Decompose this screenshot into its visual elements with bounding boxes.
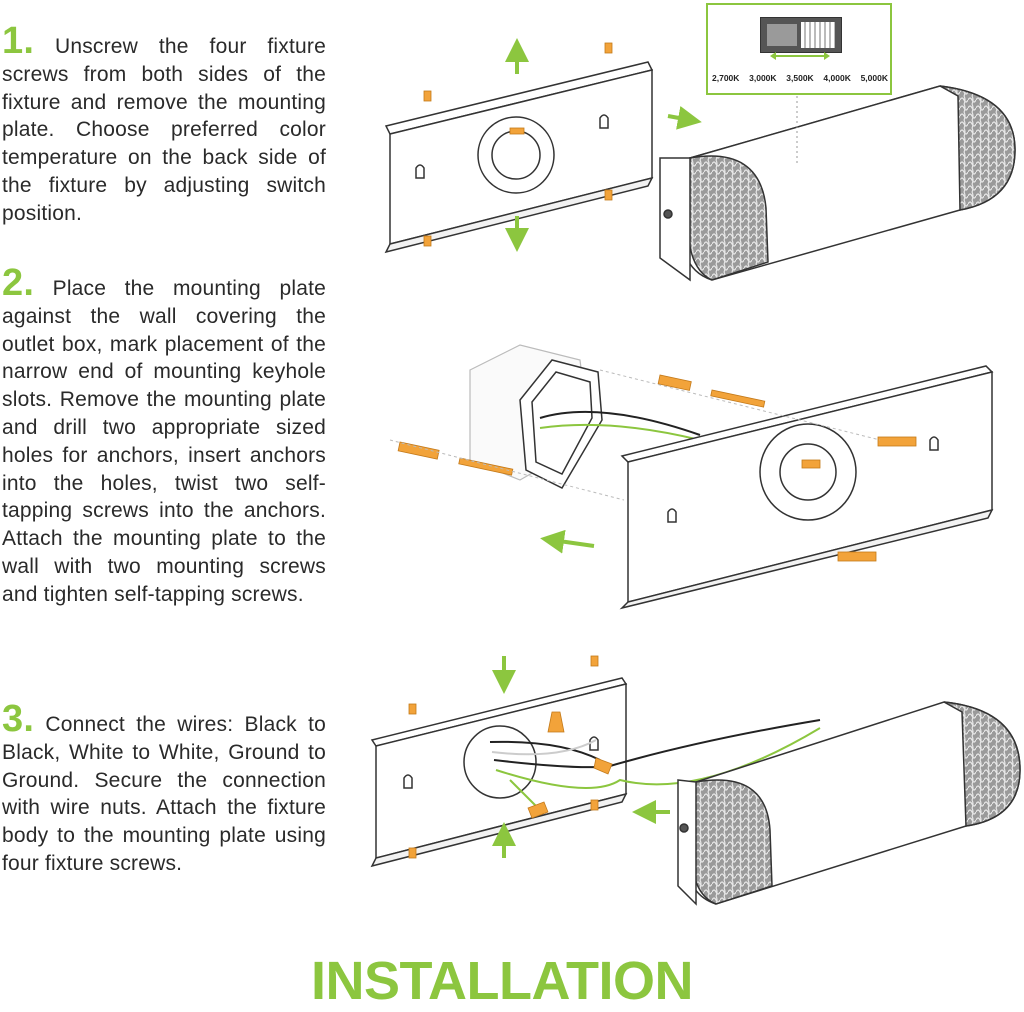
step-2: 2. Place the mounting plate against the … [2, 264, 326, 609]
cct-switch-inset: 2,700K 3,000K 3,500K 4,000K 5,000K [706, 3, 892, 95]
step-text: Place the mounting plate against the wal… [2, 277, 326, 606]
cct-option: 2,700K [712, 73, 740, 83]
anchor-icon [397, 374, 692, 460]
outlet-box-cover [519, 359, 603, 489]
figure-1 [384, 38, 1016, 282]
figure-3 [370, 655, 1021, 906]
mounting-plate [384, 61, 654, 254]
wire-nut-icon [527, 711, 613, 819]
step-1: 1. Unscrew the four fixture screws from … [2, 22, 326, 228]
screw-icon [408, 655, 599, 859]
arrow-icon [492, 656, 670, 858]
figure-2 [389, 344, 994, 610]
arrow-icon [540, 529, 595, 554]
step-text: Connect the wires: Black to Black, White… [2, 713, 326, 875]
cct-option: 4,000K [823, 73, 851, 83]
cct-option: 3,500K [786, 73, 814, 83]
fixture-body [659, 85, 1016, 282]
cct-option: 5,000K [860, 73, 888, 83]
double-arrow-icon [770, 52, 830, 60]
step-number: 3. [2, 698, 35, 740]
step-3: 3. Connect the wires: Black to Black, Wh… [2, 700, 326, 878]
arrow-icon [505, 38, 702, 252]
mounting-plate [619, 365, 994, 610]
cct-labels: 2,700K 3,000K 3,500K 4,000K 5,000K [712, 73, 888, 83]
guide-line [389, 369, 881, 501]
step-number: 2. [2, 262, 35, 304]
step-number: 1. [2, 20, 35, 62]
screw-icon [458, 389, 917, 562]
step-text: Unscrew the four fixture screws from bot… [2, 35, 326, 225]
cct-switch-knob[interactable] [801, 22, 835, 48]
fixture-body [677, 701, 1021, 906]
screw-icon [423, 42, 613, 247]
cct-switch[interactable] [760, 17, 842, 53]
page-title: INSTALLATION [311, 951, 693, 1011]
cct-option: 3,000K [749, 73, 777, 83]
